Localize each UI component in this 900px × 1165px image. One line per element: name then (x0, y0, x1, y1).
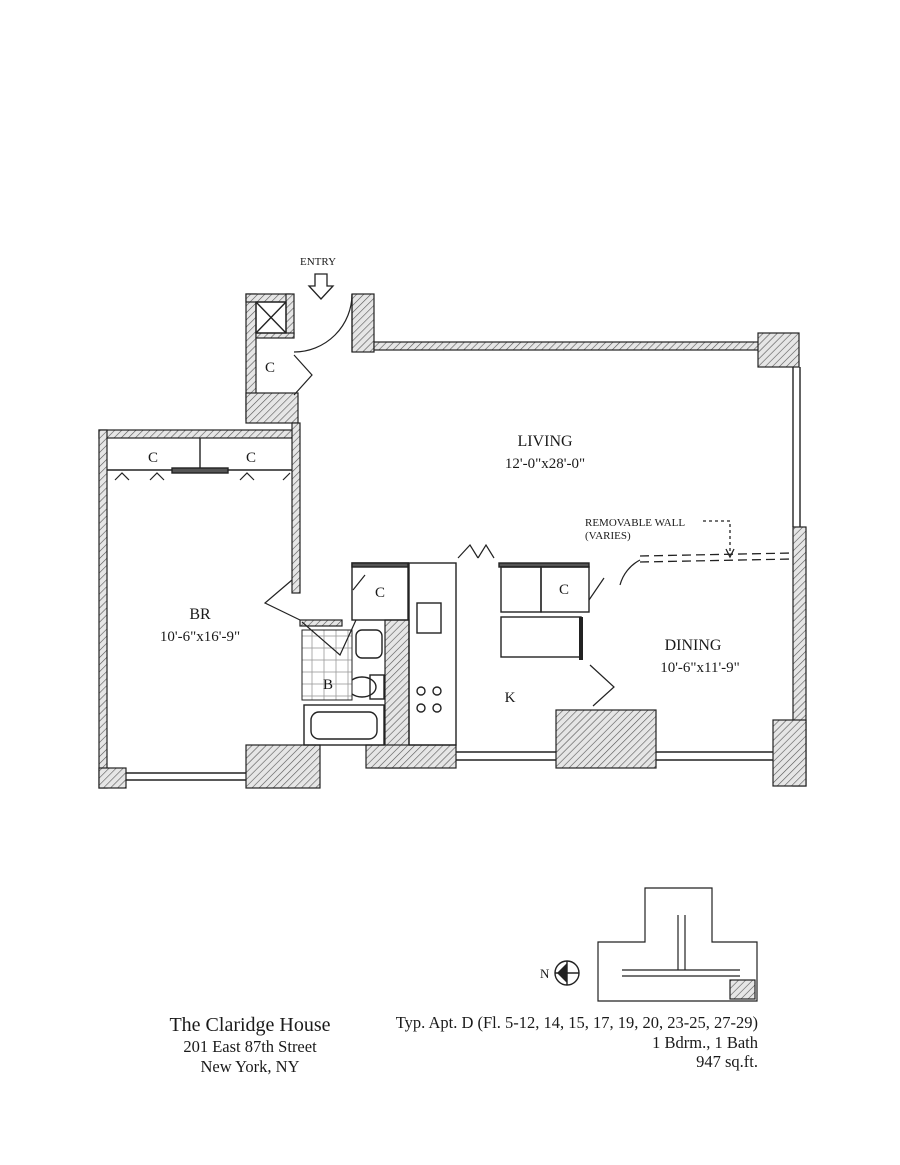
wall-living-top (373, 341, 760, 351)
door-swings (114, 293, 641, 707)
north-arrow-icon (554, 960, 580, 986)
removable-wall-label: REMOVABLE WALL (585, 517, 685, 529)
key-plan (597, 887, 758, 1002)
removable-wall (639, 520, 794, 563)
entry-arrow-icon (307, 273, 335, 300)
entry-label: ENTRY (300, 256, 336, 268)
wall-bath-top (299, 619, 343, 627)
closet-label-hall: C (375, 585, 385, 601)
removable-wall-note: (VARIES) (585, 530, 631, 542)
closet-label-br-1: C (148, 450, 158, 466)
closet-label-dining: C (559, 582, 569, 598)
wall-br-top (98, 429, 298, 439)
closet-label-vestibule: C (265, 360, 275, 376)
apartment-area: 947 sq.ft. (696, 1052, 758, 1071)
building-street: 201 East 87th Street (183, 1037, 317, 1056)
apartment-type: Typ. Apt. D (Fl. 5-12, 14, 15, 17, 19, 2… (395, 1013, 758, 1032)
bedroom-size: 10'-6"x16'-9" (160, 629, 240, 645)
bedroom-name: BR (189, 606, 211, 623)
dining-room-name: DINING (665, 637, 722, 654)
apartment-rooms: 1 Bdrm., 1 Bath (652, 1033, 758, 1052)
wall-br-sw (98, 767, 127, 789)
living-room-name: LIVING (517, 433, 573, 450)
dining-room-size: 10'-6"x11'-9" (660, 660, 740, 676)
apartment-info: Typ. Apt. D (Fl. 5-12, 14, 15, 17, 19, 2… (338, 1013, 758, 1071)
building-city: New York, NY (200, 1057, 300, 1076)
wall-entry-right (285, 293, 295, 335)
wall-jamb (351, 293, 375, 353)
partitions (107, 301, 801, 781)
wall-ne-corner (757, 332, 800, 368)
bath-tile-floor (301, 629, 353, 701)
building-name: The Claridge House (169, 1014, 331, 1036)
wall-dining-se (772, 719, 807, 787)
key-plan-unit-highlight (729, 979, 756, 1000)
wall-entry-top (245, 293, 291, 303)
living-room-size: 12'-0"x28'-0" (505, 456, 585, 472)
wall-kitchen-pier (555, 709, 657, 769)
kitchen-label: K (505, 690, 516, 706)
wall-br-right (291, 422, 301, 594)
wall-br-se (245, 744, 321, 789)
building-info: The Claridge House 201 East 87th Street … (150, 1013, 350, 1077)
wall-pier (245, 392, 299, 424)
wall-closet-sep (255, 332, 295, 339)
bath-label: B (323, 677, 333, 693)
closet-label-br-2: C (246, 450, 256, 466)
walls (98, 293, 807, 789)
wall-br-left (98, 429, 108, 789)
compass-north-label: N (540, 966, 550, 981)
wall-bath-bottom (365, 744, 457, 769)
